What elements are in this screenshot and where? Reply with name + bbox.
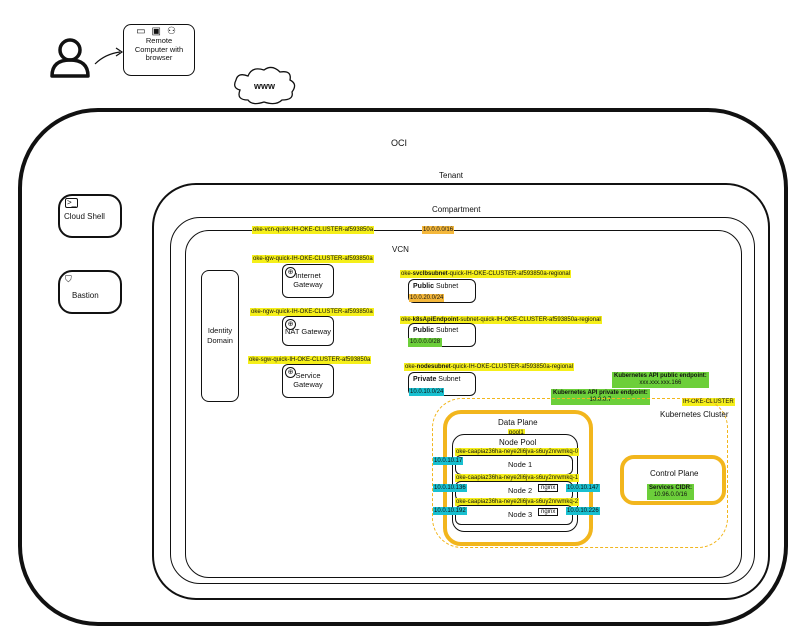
vcn-name: oke-vcn-quick-IH-OKE-CLUSTER-af593850a: [252, 226, 375, 234]
terminal-icon: >_: [65, 198, 79, 208]
vcn-cidr: 10.0.0.0/16: [422, 226, 455, 234]
api-public-title: Kubernetes API public endpoint:: [614, 373, 707, 379]
subnet-word: Subnet: [434, 327, 459, 334]
node1-ip: 10.0.10.17: [433, 457, 464, 465]
api-private-value: 10.0.0.7: [589, 397, 612, 403]
ngw-name: oke-ngw-quick-IH-OKE-CLUSTER-af593850a: [250, 308, 374, 316]
node-pool-label: Node Pool: [499, 438, 537, 447]
subnet-type: Private: [413, 376, 437, 383]
browser-icon: ▣: [151, 26, 167, 37]
node-subnet-name: oke-nodesubnet-quick-IH-OKE-CLUSTER-af59…: [404, 363, 575, 371]
igw-name: oke-igw-quick-IH-OKE-CLUSTER-af593850a: [252, 255, 374, 263]
person-icon: ⚇: [166, 26, 182, 37]
subnet-word: Subnet: [434, 283, 459, 290]
vcn: [185, 230, 742, 578]
api-public-endpoint: Kubernetes API public endpoint: xxx.xxx.…: [612, 372, 709, 388]
tenant-label: Tenant: [439, 171, 464, 180]
subnet-type: Public: [413, 327, 435, 334]
gateway-icon: ⊕: [285, 319, 296, 330]
remote-label: Remote Computer with browser: [134, 36, 184, 62]
nat-gateway[interactable]: ⊕ NAT Gateway: [282, 316, 334, 346]
node-subnet-cidr: 10.0.10.0/24: [409, 388, 445, 396]
pod3-ip: 10.0.10.226: [566, 507, 600, 515]
kubernetes-cluster: [432, 398, 728, 548]
node-label: Node 3: [508, 510, 533, 519]
www-label: www: [254, 81, 276, 91]
sgw-name: oke-sgw-quick-IH-OKE-CLUSTER-af593850a: [248, 356, 372, 364]
internet-gateway[interactable]: ⊕ Internet Gateway: [282, 264, 334, 298]
node2-ip: 10.0.10.136: [433, 484, 467, 492]
services-cidr-title: Services CIDR:: [649, 485, 693, 491]
pool-label: pool1: [508, 429, 525, 437]
services-cidr-value: 10.96.0.0/16: [653, 492, 688, 498]
nginx-pod: nginx: [538, 484, 559, 492]
cloud-shell[interactable]: >_ Cloud Shell: [58, 194, 122, 238]
service-gateway-label: Service Gateway: [293, 371, 323, 389]
gateway-icon: ⊕: [285, 267, 296, 278]
identity-domain-label: Identity Domain: [207, 326, 233, 345]
compartment: [170, 217, 755, 584]
service-gateway[interactable]: ⊕ Service Gateway: [282, 364, 334, 398]
k8s-api-cidr: 10.0.0.0/28: [408, 338, 443, 347]
nat-gateway-label: NAT Gateway: [285, 327, 331, 336]
bastion[interactable]: ⛉ Bastion: [58, 270, 122, 314]
pod2-ip: 10.0.10.147: [566, 484, 600, 492]
laptop-icon: ▭: [136, 26, 152, 37]
compartment-label: Compartment: [432, 205, 481, 214]
node-label: Node 1: [508, 460, 533, 469]
k8s-api-subnet-name: oke-k8sApiEndpoint-subnet-quick-IH-OKE-C…: [400, 316, 602, 324]
node3-ip: 10.0.10.192: [433, 507, 467, 515]
node3-name: oke-caapiaz36ha-neye2li6jva-s6uy2nrwmkq-…: [455, 498, 580, 506]
bastion-label: Bastion: [72, 291, 99, 300]
cloud-shell-label: Cloud Shell: [64, 212, 105, 221]
user-icon: [50, 38, 90, 78]
node-1[interactable]: Node 1: [455, 455, 573, 475]
cloud-icon: [234, 66, 296, 105]
internet-gateway-label: Internet Gateway: [293, 271, 323, 289]
svclb-cidr: 10.0.20.0/24: [409, 294, 445, 302]
node2-name: oke-caapiaz36ha-neye2li6jva-s6uy2nrwmkq-…: [455, 474, 580, 482]
services-cidr: Services CIDR: 10.96.0.0/16: [647, 484, 695, 500]
svclb-subnet-name: oke-svclbsubnet-quick-IH-OKE-CLUSTER-af5…: [400, 270, 572, 278]
identity-domain: Identity Domain: [201, 270, 239, 402]
node-label: Node 2: [508, 486, 533, 495]
control-plane-label: Control Plane: [650, 469, 699, 478]
kubernetes-cluster-label: Kubernetes Cluster: [660, 410, 729, 419]
remote-computer: ▭▣⚇ Remote Computer with browser: [123, 24, 195, 76]
nginx-pod: nginx: [538, 508, 559, 516]
api-private-endpoint: Kubernetes API private endpoint: 10.0.0.…: [551, 389, 650, 405]
shield-icon: ⛉: [65, 274, 72, 284]
node1-name: oke-caapiaz36ha-neye2li6jva-s6uy2nrwmkq-…: [455, 448, 580, 456]
api-private-title: Kubernetes API private endpoint:: [553, 390, 648, 396]
data-plane-label: Data Plane: [498, 418, 538, 427]
gateway-icon: ⊕: [285, 367, 296, 378]
oci-label: OCI: [391, 138, 408, 148]
api-public-value: xxx.xxx.xxx.166: [639, 380, 682, 386]
subnet-word: Subnet: [436, 376, 461, 383]
vcn-label: VCN: [392, 245, 409, 254]
node-3[interactable]: Node 3 nginx: [455, 505, 573, 525]
subnet-type: Public: [413, 283, 435, 290]
